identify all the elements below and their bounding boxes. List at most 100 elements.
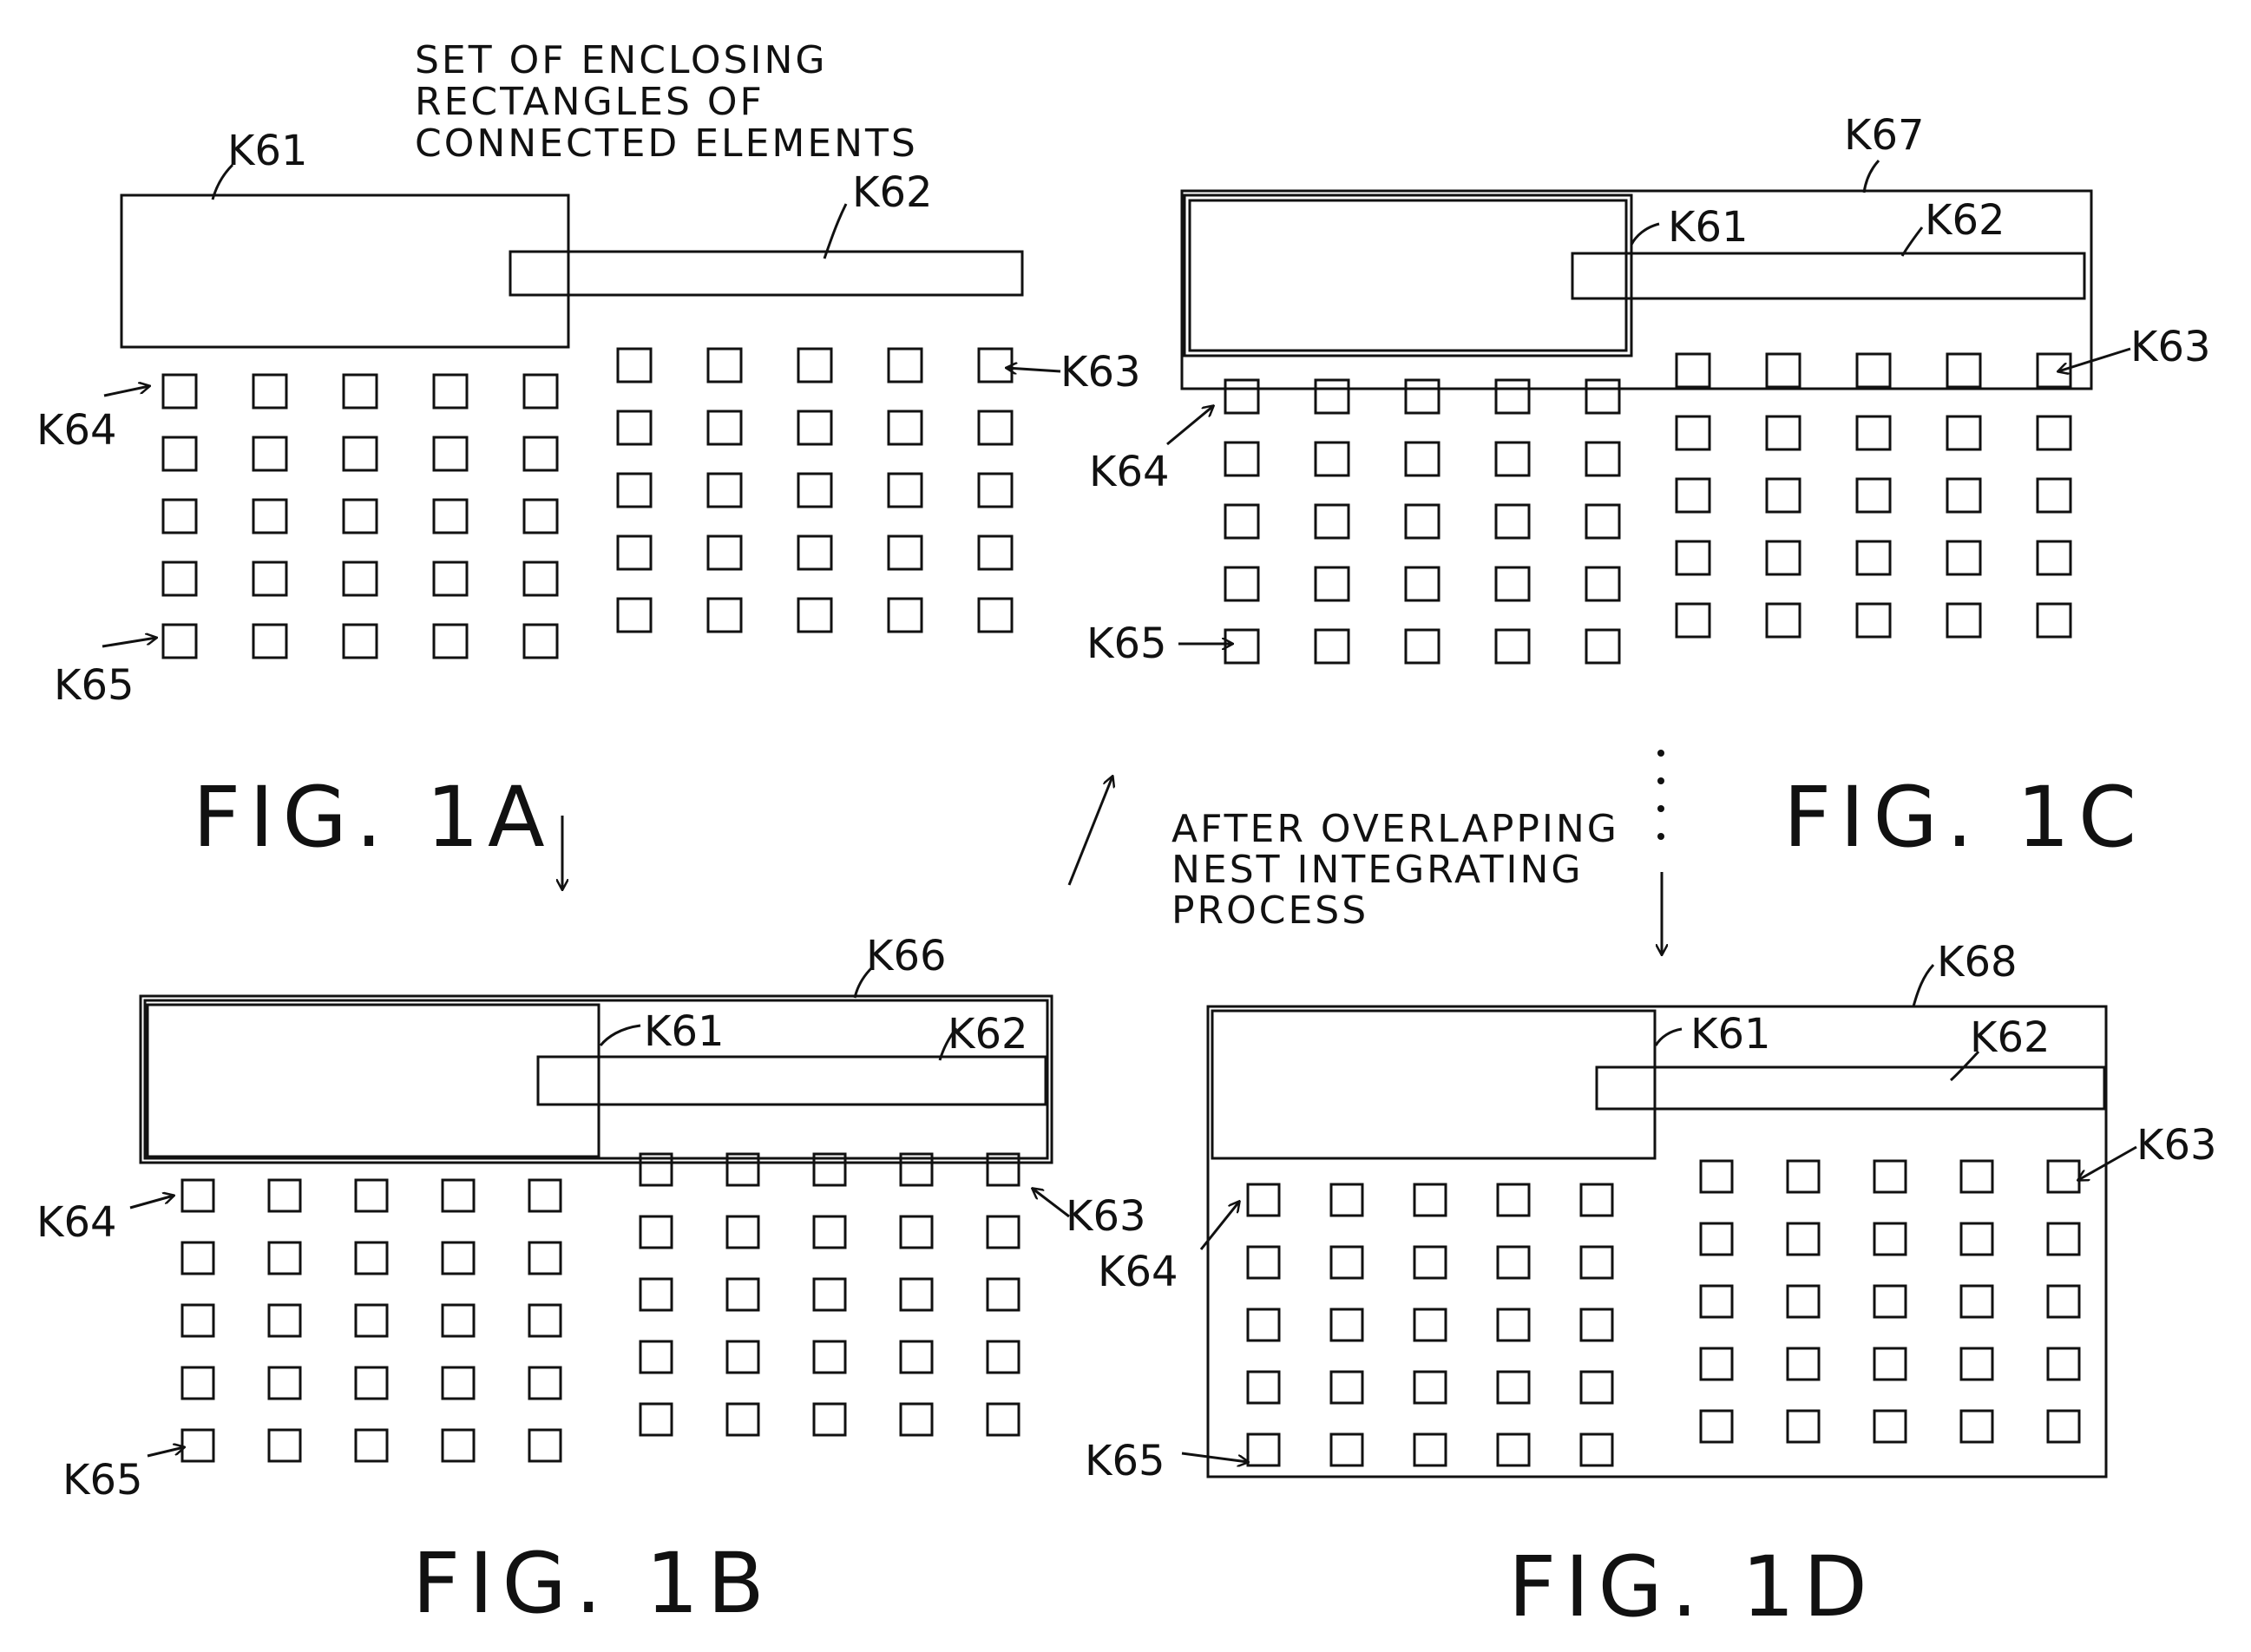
- element-rect: [1961, 1411, 1992, 1442]
- caption-fig-1d: FIG. 1D: [1508, 1538, 1876, 1636]
- label-k67: K67: [1844, 111, 1925, 160]
- element-rect: [344, 500, 377, 533]
- element-rect: [1586, 505, 1619, 538]
- element-rect: [1248, 1434, 1279, 1465]
- arrow-k64: [1167, 406, 1213, 444]
- label-k64: K64: [1089, 448, 1170, 496]
- element-rect: [344, 562, 377, 595]
- element-rect: [1857, 354, 1890, 387]
- rect-k62: [1572, 253, 2084, 298]
- element-rect: [889, 411, 922, 444]
- label-k65: K65: [1085, 1437, 1165, 1485]
- element-rect: [1961, 1223, 1992, 1255]
- element-rect: [1677, 479, 1710, 512]
- element-rect: [798, 599, 831, 632]
- label-k65: K65: [1086, 620, 1167, 668]
- element-rect: [1498, 1372, 1529, 1403]
- element-rect: [618, 349, 651, 382]
- element-rect: [182, 1367, 213, 1399]
- element-rect: [356, 1367, 387, 1399]
- element-rect: [708, 536, 741, 569]
- element-rect: [1498, 1247, 1529, 1278]
- element-rect: [443, 1180, 474, 1211]
- annotation-line-3: CONNECTED ELEMENTS: [415, 121, 918, 166]
- label-k68: K68: [1937, 938, 2018, 987]
- element-rect: [1581, 1247, 1612, 1278]
- element-rect: [1331, 1247, 1362, 1278]
- element-rect: [529, 1367, 561, 1399]
- element-grid-left: [163, 375, 557, 658]
- element-rect: [1225, 630, 1258, 663]
- element-rect: [618, 474, 651, 507]
- element-rect: [253, 375, 286, 408]
- element-rect: [979, 599, 1012, 632]
- label-k63: K63: [2136, 1121, 2217, 1170]
- leader-k61: [1631, 224, 1659, 245]
- element-rect: [524, 625, 557, 658]
- element-rect: [727, 1279, 758, 1310]
- element-rect: [1496, 630, 1529, 663]
- label-k65: K65: [54, 661, 135, 710]
- continuation-dots: [1657, 750, 1664, 840]
- element-rect: [1857, 541, 1890, 574]
- element-rect: [344, 625, 377, 658]
- annotation-line-1: AFTER OVERLAPPING: [1171, 807, 1619, 851]
- element-rect: [1947, 416, 1980, 449]
- element-rect: [1586, 567, 1619, 600]
- element-rect: [524, 375, 557, 408]
- element-rect: [269, 1242, 300, 1274]
- element-rect: [640, 1341, 672, 1373]
- element-rect: [1874, 1161, 1906, 1192]
- element-rect: [979, 474, 1012, 507]
- element-rect: [163, 500, 196, 533]
- element-rect: [1788, 1411, 1819, 1442]
- element-rect: [1788, 1223, 1819, 1255]
- element-rect: [798, 349, 831, 382]
- element-rect: [529, 1430, 561, 1461]
- element-rect: [1677, 604, 1710, 637]
- leader-k61: [600, 1026, 640, 1046]
- element-rect: [1498, 1309, 1529, 1341]
- element-grid-left: [182, 1180, 561, 1461]
- element-rect: [344, 375, 377, 408]
- element-rect: [1961, 1286, 1992, 1317]
- element-rect: [1406, 630, 1439, 663]
- element-rect: [1581, 1309, 1612, 1341]
- element-grid-right: [618, 349, 1012, 632]
- element-rect: [1701, 1161, 1732, 1192]
- arrow-1b-to-1c: [1069, 777, 1112, 885]
- arrow-k65: [102, 638, 156, 646]
- label-k65: K65: [62, 1456, 143, 1504]
- element-rect: [1874, 1348, 1906, 1380]
- element-rect: [524, 562, 557, 595]
- label-k66: K66: [866, 932, 947, 980]
- element-rect: [901, 1341, 932, 1373]
- element-rect: [618, 411, 651, 444]
- element-rect: [1857, 416, 1890, 449]
- element-rect: [1496, 505, 1529, 538]
- element-rect: [443, 1367, 474, 1399]
- element-rect: [1414, 1247, 1446, 1278]
- element-rect: [988, 1404, 1019, 1435]
- element-rect: [1414, 1309, 1446, 1341]
- element-rect: [1225, 567, 1258, 600]
- element-grid-right: [1677, 354, 2071, 637]
- element-rect: [1788, 1348, 1819, 1380]
- rect-k61: [121, 195, 568, 347]
- element-rect: [182, 1242, 213, 1274]
- element-rect: [1248, 1247, 1279, 1278]
- element-rect: [1581, 1372, 1612, 1403]
- element-rect: [1414, 1372, 1446, 1403]
- label-k64: K64: [1098, 1248, 1178, 1296]
- element-grid-right: [1701, 1161, 2079, 1442]
- annotation-line-1: SET OF ENCLOSING: [415, 38, 827, 82]
- element-rect: [1788, 1161, 1819, 1192]
- element-rect: [901, 1404, 932, 1435]
- element-rect: [2038, 479, 2071, 512]
- element-rect: [889, 599, 922, 632]
- element-rect: [1406, 505, 1439, 538]
- element-rect: [1961, 1161, 1992, 1192]
- rect-k61-inner: [1190, 200, 1626, 351]
- element-rect: [1331, 1434, 1362, 1465]
- element-rect: [2038, 416, 2071, 449]
